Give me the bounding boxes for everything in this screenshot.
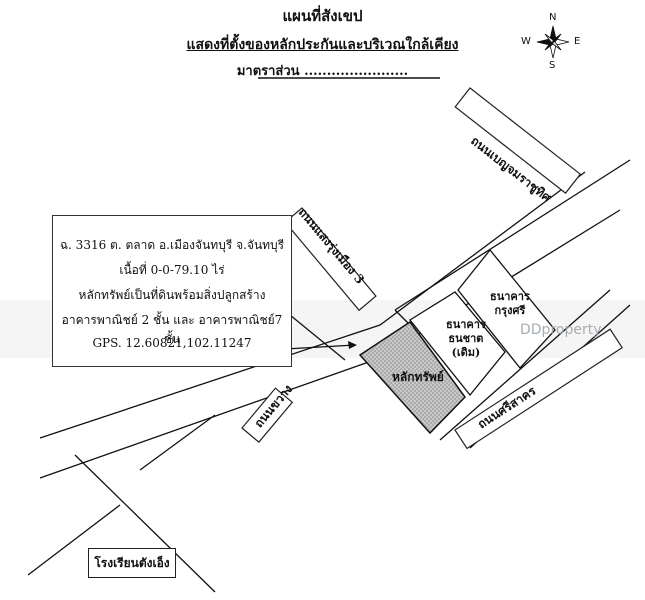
road-label-box-khwang: [241, 387, 294, 443]
compass-e: E: [574, 36, 581, 47]
collateral-plot: [358, 320, 466, 435]
compass-n: N: [549, 12, 557, 23]
info-line-2: เนื้อที่ 0-0-79.10 ไร่: [119, 263, 225, 277]
building-krungsri: [457, 248, 556, 369]
map-scale-label: มาตราส่วน .......................: [236, 64, 409, 79]
watermark-ddproperty: DDproperty: [520, 322, 602, 338]
school-label: โรงเรียนตังเอ็ง: [88, 548, 176, 578]
collateral-label: หลักทรัพย์: [392, 370, 444, 384]
info-line-1: ฉ. 3316 ต. ตลาด อ.เมืองจันทบุรี จ.จันทบุ…: [59, 238, 285, 252]
building-thanachart: [409, 291, 506, 397]
krungsri-line1: ธนาคาร: [490, 290, 530, 303]
map-subtitle: แสดงที่ตั้งของหลักประกันและบริเวณใกล้เคี…: [186, 37, 459, 53]
pointer-arrowhead: [348, 341, 357, 349]
building-label-krungsri: ธนาคาร กรุงศรี: [490, 290, 530, 318]
road-label-box-saeng: [284, 207, 377, 312]
building-label-thanachart: ธนาคาร ธนชาต (เดิม): [446, 318, 486, 360]
thanachart-line3: (เดิม): [451, 346, 481, 359]
krungsri-line2: กรุงศรี: [494, 304, 526, 317]
property-info-box: ฉ. 3316 ต. ตลาด อ.เมืองจันทบุรี จ.จันทบุ…: [52, 215, 292, 367]
map-title: แผนที่สังเขป: [282, 7, 363, 25]
compass-s: S: [549, 60, 556, 71]
road-benchama: [394, 159, 631, 311]
road-label-box-benchama: [454, 87, 582, 194]
compass-icon: [536, 25, 570, 59]
thanachart-line2: ธนชาต: [448, 332, 484, 345]
info-line-3: หลักทรัพย์เป็นที่ดินพร้อมสิ่งปลูกสร้าง: [78, 288, 266, 302]
road-label-box-srisakhon: [454, 328, 623, 450]
compass-w: W: [521, 36, 531, 47]
road-saeng-rung-muang: [289, 309, 411, 361]
info-line-5: GPS. 12.60821,102.11247: [92, 336, 252, 350]
info-line-4: อาคารพาณิชย์ 2 ชั้น และ อาคารพาณิชย์7 ชั…: [61, 313, 283, 346]
road-cross: [27, 414, 216, 593]
thanachart-line1: ธนาคาร: [446, 318, 486, 331]
